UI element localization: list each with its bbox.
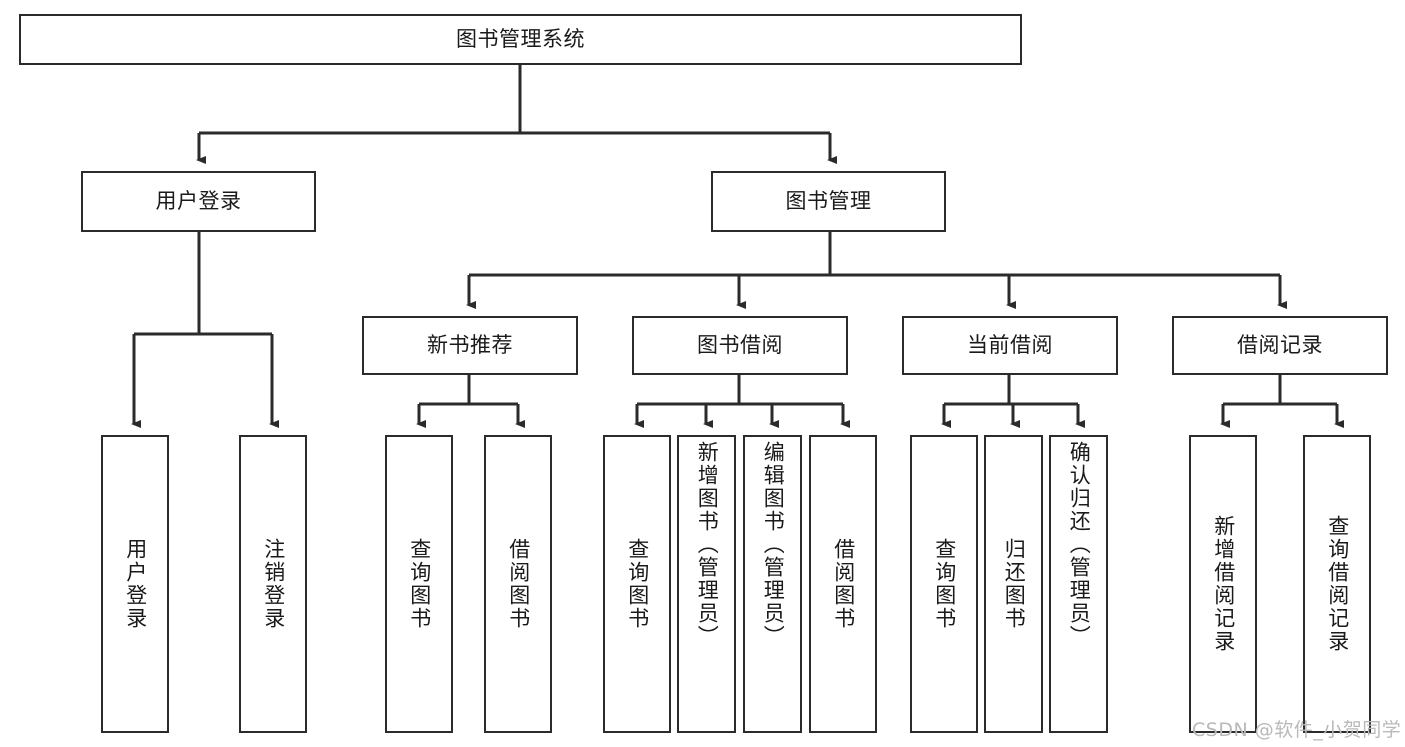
node-label: 图书借阅 bbox=[697, 332, 783, 357]
leaf-query-book-new-recommendation[interactable]: 查询图书 bbox=[385, 435, 453, 733]
leaf-label: 新增借阅记录 bbox=[1211, 515, 1236, 653]
leaf-label: 查询图书 bbox=[407, 538, 432, 630]
connector-root-to-level1 bbox=[196, 65, 837, 164]
node-new-book-recommendation[interactable]: 新书推荐 bbox=[362, 316, 578, 375]
node-label: 借阅记录 bbox=[1237, 332, 1323, 357]
leaf-label: 借阅图书 bbox=[831, 538, 856, 630]
leaf-user-login[interactable]: 用户登录 bbox=[101, 435, 169, 733]
leaf-label: 归还图书 bbox=[1002, 538, 1027, 630]
node-label: 图书管理系统 bbox=[456, 26, 585, 51]
node-label: 用户登录 bbox=[155, 188, 242, 213]
connector-book-mgmt-to-level2 bbox=[466, 232, 1287, 309]
leaf-add-borrowing-record[interactable]: 新增借阅记录 bbox=[1189, 435, 1257, 733]
leaf-label: 借阅图书 bbox=[506, 538, 531, 630]
leaf-return-book[interactable]: 归还图书 bbox=[984, 435, 1043, 733]
leaf-label: 查询图书 bbox=[932, 538, 957, 630]
leaf-borrow-book-borrowing[interactable]: 借阅图书 bbox=[809, 435, 877, 733]
csdn-watermark: CSDN @软件_小贺同学 bbox=[1192, 719, 1402, 741]
leaf-add-book-admin[interactable]: 新增图书（管理员） bbox=[677, 435, 736, 733]
connector-borrow-to-leaves bbox=[634, 375, 850, 428]
node-current-borrowing[interactable]: 当前借阅 bbox=[902, 316, 1118, 375]
leaf-query-book-current[interactable]: 查询图书 bbox=[910, 435, 978, 733]
connector-borrow-record-to-leaves bbox=[1220, 375, 1344, 428]
leaf-label: 查询图书 bbox=[625, 538, 650, 630]
leaf-label: 用户登录 bbox=[123, 538, 148, 630]
leaf-query-book-borrowing[interactable]: 查询图书 bbox=[603, 435, 671, 733]
connector-user-login-to-leaves bbox=[131, 232, 279, 428]
node-user-login[interactable]: 用户登录 bbox=[81, 171, 316, 232]
leaf-label: 新增图书（管理员） bbox=[695, 441, 720, 648]
leaf-borrow-book-new-recommendation[interactable]: 借阅图书 bbox=[484, 435, 552, 733]
leaf-logout[interactable]: 注销登录 bbox=[239, 435, 307, 733]
leaf-label: 确认归还（管理员） bbox=[1067, 441, 1092, 648]
leaf-confirm-return-admin[interactable]: 确认归还（管理员） bbox=[1049, 435, 1108, 733]
connector-current-borrow-to-leaves bbox=[941, 375, 1085, 428]
node-label: 新书推荐 bbox=[427, 332, 513, 357]
node-book-management[interactable]: 图书管理 bbox=[711, 171, 946, 232]
leaf-query-borrowing-record[interactable]: 查询借阅记录 bbox=[1303, 435, 1371, 733]
connector-new-book-to-leaves bbox=[416, 375, 525, 428]
node-borrowing-record[interactable]: 借阅记录 bbox=[1172, 316, 1388, 375]
node-label: 图书管理 bbox=[785, 188, 872, 213]
leaf-label: 查询借阅记录 bbox=[1325, 515, 1350, 653]
leaf-label: 注销登录 bbox=[261, 538, 286, 630]
leaf-edit-book-admin[interactable]: 编辑图书（管理员） bbox=[743, 435, 802, 733]
node-book-borrowing[interactable]: 图书借阅 bbox=[632, 316, 848, 375]
node-root-book-management-system[interactable]: 图书管理系统 bbox=[19, 14, 1022, 65]
leaf-label: 编辑图书（管理员） bbox=[761, 441, 786, 648]
node-label: 当前借阅 bbox=[967, 332, 1053, 357]
